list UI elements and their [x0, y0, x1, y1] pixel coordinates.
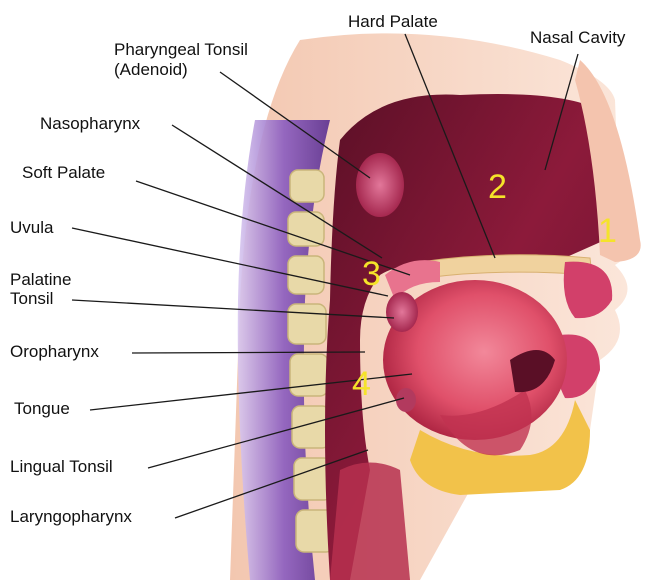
- region-number-2: 2: [488, 170, 507, 204]
- label-nasal-cavity: Nasal Cavity: [530, 28, 625, 47]
- region-number-1: 1: [598, 214, 617, 248]
- label-palatine: Palatine: [10, 270, 71, 289]
- label-lingual-tonsil: Lingual Tonsil: [10, 457, 113, 476]
- label-oropharynx: Oropharynx: [10, 342, 99, 361]
- label-tongue: Tongue: [14, 399, 70, 418]
- region-number-3: 3: [362, 257, 381, 291]
- label-laryngopharynx: Laryngopharynx: [10, 507, 132, 526]
- label-soft-palate: Soft Palate: [22, 163, 105, 182]
- palatine-tonsil: [386, 292, 418, 332]
- region-number-4: 4: [352, 367, 371, 401]
- label-hard-palate: Hard Palate: [348, 12, 438, 31]
- label-pharyngeal-tonsil: Pharyngeal Tonsil: [114, 40, 248, 59]
- label-palatine-tonsil: Tonsil: [10, 289, 53, 308]
- label-nasopharynx: Nasopharynx: [40, 114, 140, 133]
- label-uvula: Uvula: [10, 218, 53, 237]
- larynx: [330, 463, 410, 581]
- adenoid-tonsil: [356, 153, 404, 217]
- label-adenoid: (Adenoid): [114, 60, 188, 79]
